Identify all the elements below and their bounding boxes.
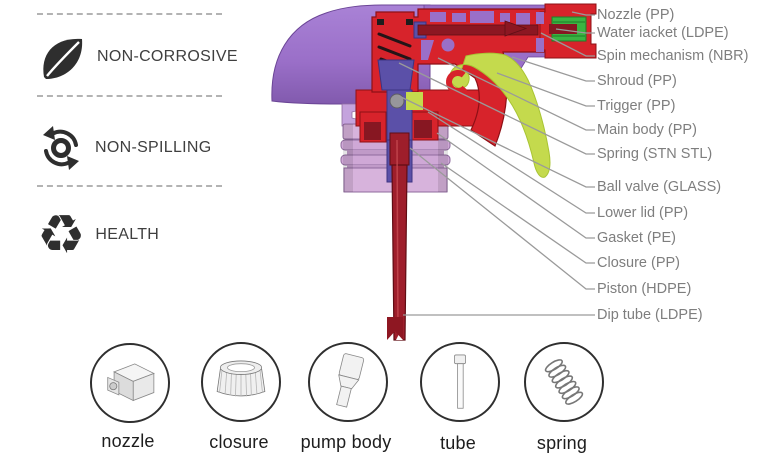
leader-line-main-body <box>437 57 595 131</box>
gallery-item-pump-body <box>308 342 388 422</box>
recycle-icon: ♻ <box>37 203 86 266</box>
screw-detail <box>377 19 384 25</box>
part-label-spring: Spring (STN STL) <box>597 146 713 162</box>
feature-label: NON-SPILLING <box>95 139 212 156</box>
leader-line-closure <box>440 162 595 264</box>
leader-line-gasket <box>436 132 595 239</box>
gallery-label-spring: spring <box>536 433 588 453</box>
feature-label: NON-CORROSIVE <box>97 48 238 65</box>
dashed-divider <box>37 185 222 187</box>
part-label-spin-mechanism: Spin mechanism (NBR) <box>597 48 749 64</box>
leader-line-nozzle <box>571 11 595 16</box>
part-label-shroud: Shroud (PP) <box>597 73 677 89</box>
spring-sketch <box>544 359 584 405</box>
part-label-gasket: Gasket (PE) <box>597 230 676 246</box>
ball-valve-shape <box>389 93 405 109</box>
leader-line-spin-mechanism <box>540 32 595 57</box>
leader-line-lower-lid <box>427 111 595 214</box>
closure-sketch <box>216 360 266 397</box>
main-body-shape <box>371 8 547 147</box>
leader-line-water-jacket <box>555 28 595 34</box>
nozzle-shape <box>536 3 597 59</box>
leader-line-shroud <box>511 56 595 82</box>
feature-non-spilling: NON-SPILLING <box>37 124 212 172</box>
feature-non-corrosive: NON-CORROSIVE <box>37 32 238 82</box>
part-label-water-jacket: Water iacket (LDPE) <box>597 25 729 41</box>
pump-body-sketch <box>336 353 365 408</box>
part-label-dip-tube: Dip tube (LDPE) <box>597 307 703 323</box>
barrel-channel <box>417 20 539 37</box>
part-label-lower-lid: Lower lid (PP) <box>597 205 689 221</box>
dip-tube-shape <box>389 132 410 341</box>
feature-label: HEALTH <box>95 226 160 243</box>
feature-health: ♻ HEALTH <box>37 208 159 262</box>
gallery-item-closure <box>201 342 281 422</box>
part-label-main-body: Main body (PP) <box>597 122 697 138</box>
spin-mechanism-shape <box>549 24 577 34</box>
leader-line-ball-valve <box>398 95 595 188</box>
gallery-label-closure: closure <box>209 432 269 452</box>
rotate-arrows-icon <box>37 124 85 172</box>
part-label-piston: Piston (HDPE) <box>597 281 692 297</box>
gallery-item-nozzle <box>90 343 170 423</box>
leader-lines <box>398 11 595 316</box>
leader-line-trigger <box>496 72 595 107</box>
gallery-label-nozzle: nozzle <box>101 431 155 451</box>
gallery-item-spring <box>524 342 604 422</box>
leaf-icon <box>37 32 87 82</box>
part-label-ball-valve: Ball valve (GLASS) <box>597 179 722 195</box>
gallery-label-pump-body: pump body <box>300 432 392 452</box>
gallery-label-tube: tube <box>440 433 476 453</box>
dashed-divider <box>37 13 222 15</box>
leader-line-piston <box>409 147 595 290</box>
leader-line-spring <box>398 62 595 155</box>
part-label-trigger: Trigger (PP) <box>597 98 676 114</box>
tube-sketch <box>454 354 466 409</box>
screw-detail <box>406 19 413 25</box>
part-label-nozzle: Nozzle (PP) <box>597 7 675 23</box>
gallery-item-tube <box>420 342 500 422</box>
part-label-closure: Closure (PP) <box>597 255 680 271</box>
ribbon-bookmark-icon <box>387 317 403 340</box>
dashed-divider <box>37 95 222 97</box>
nozzle-sketch <box>107 363 155 402</box>
